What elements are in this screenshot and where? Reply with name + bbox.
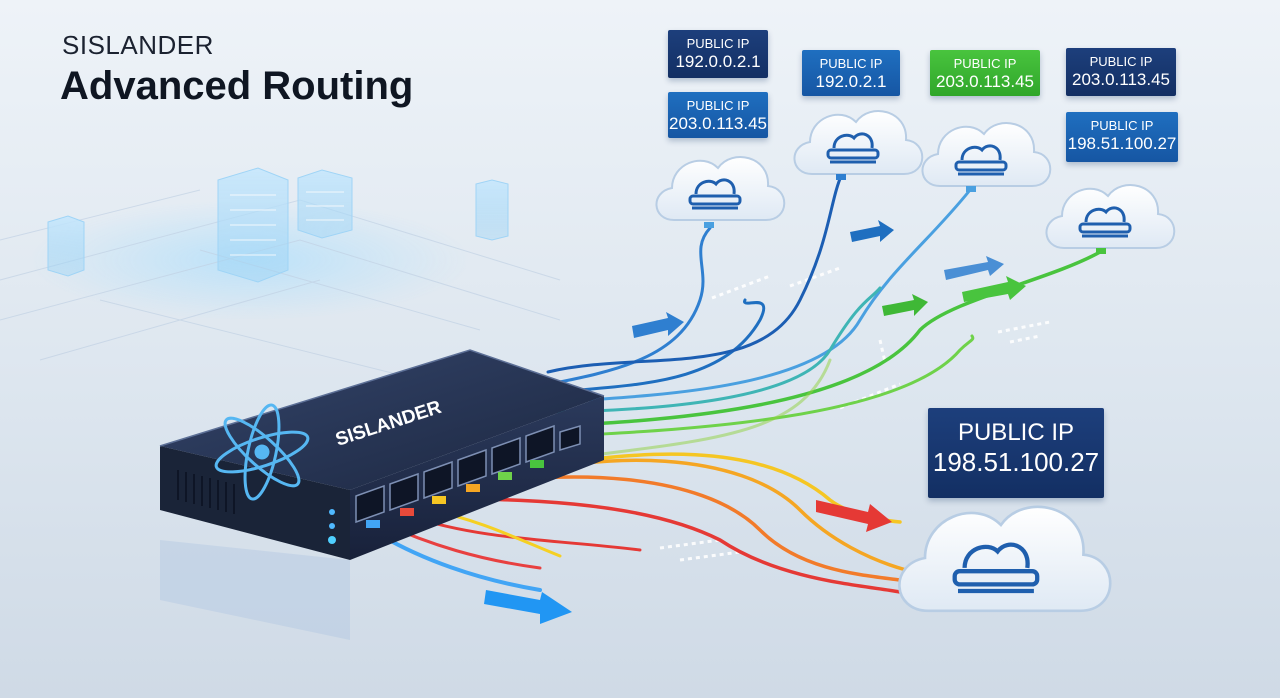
brand-name: SISLANDER xyxy=(62,30,214,60)
page-title: Advanced Routing xyxy=(60,64,414,108)
status-led-icon xyxy=(329,509,335,515)
arrow-icon xyxy=(962,276,1026,302)
atom-logo-icon xyxy=(214,403,310,501)
ethernet-ports xyxy=(355,424,581,528)
cloud-icon xyxy=(921,122,1052,192)
decor-dashes xyxy=(659,266,1051,562)
arrow-icon xyxy=(632,312,684,338)
flow-arrows xyxy=(484,220,1026,624)
power-led-icon xyxy=(328,536,336,544)
arrow-icon xyxy=(944,256,1004,280)
cloud-icon xyxy=(1045,184,1176,254)
arrow-icon xyxy=(484,590,572,624)
cloud-icon xyxy=(793,110,924,180)
background-city xyxy=(0,167,561,381)
cloud-icon xyxy=(898,505,1112,613)
status-led-icon xyxy=(329,523,335,529)
cloud-icon xyxy=(655,156,786,228)
arrow-icon xyxy=(850,220,894,242)
arrow-icon xyxy=(882,294,928,316)
router-device xyxy=(159,349,605,560)
arrow-icon xyxy=(816,500,892,532)
router-reflection xyxy=(160,540,350,640)
